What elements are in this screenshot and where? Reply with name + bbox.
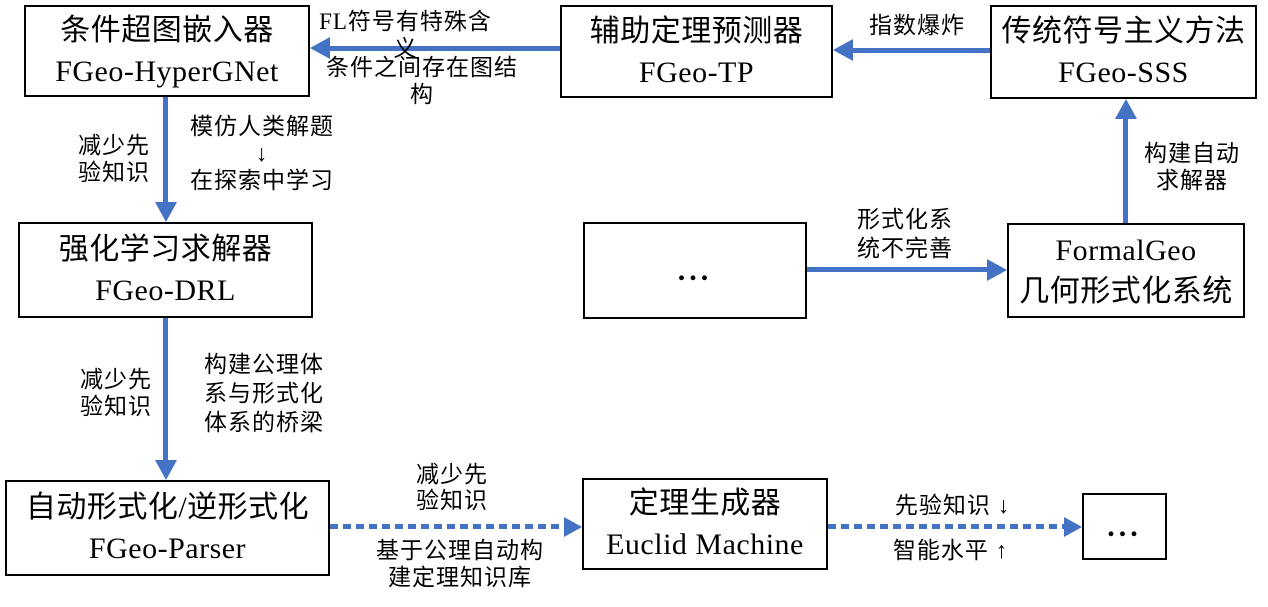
node-fgeo-parser: 自动形式化/逆形式化 FGeo-Parser — [5, 480, 330, 576]
arrow-head-down-icon — [155, 202, 177, 222]
label-exponential-explosion: 指数爆炸 — [869, 13, 965, 38]
arrow-head-right-icon — [564, 517, 582, 537]
label-reduce-prior-knowledge-3: 减少先 验知识 — [416, 462, 488, 513]
label-prior-knowledge-down: 先验知识 ↓ — [894, 493, 1011, 518]
node-fgeo-hypergnet-title-cn: 条件超图嵌入器 — [60, 14, 274, 47]
node-ellipsis-end: ... — [1082, 493, 1167, 560]
node-formalgeo: FormalGeo 几何形式化系统 — [1007, 223, 1245, 318]
node-formalgeo-title-cn: 几何形式化系统 — [1019, 274, 1233, 308]
node-fgeo-tp: 辅助定理预测器 FGeo-TP — [560, 5, 833, 98]
node-fgeo-hypergnet: 条件超图嵌入器 FGeo-HyperGNet — [24, 5, 310, 97]
ellipsis-text: ... — [1107, 509, 1142, 543]
node-fgeo-drl: 强化学习求解器 FGeo-DRL — [18, 222, 313, 318]
arrow-head-down-icon — [155, 460, 177, 480]
arrow-head-right-icon — [1064, 517, 1082, 537]
dashed-arrow-parser-to-euclid — [330, 524, 564, 529]
node-fgeo-sss: 传统符号主义方法 FGeo-SSS — [990, 5, 1257, 99]
label-axiom-formal-bridge: 构建公理体 系与形式化 体系的桥梁 — [204, 352, 324, 435]
node-fgeo-tp-title-cn: 辅助定理预测器 — [589, 14, 804, 48]
label-imitate-human-solving: 模仿人类解题 ↓ 在探索中学习 — [190, 114, 334, 193]
node-fgeo-parser-title-en: FGeo-Parser — [88, 532, 247, 565]
node-euclid-title-cn: 定理生成器 — [628, 487, 782, 520]
arrow-head-right-icon — [987, 259, 1007, 281]
node-fgeo-sss-title-cn: 传统符号主义方法 — [1001, 15, 1246, 48]
ellipsis-text: ... — [677, 253, 713, 287]
label-build-auto-solver: 构建自动 求解器 — [1144, 141, 1240, 193]
node-fgeo-hypergnet-title-en: FGeo-HyperGNet — [55, 55, 279, 88]
node-fgeo-drl-title-en: FGeo-DRL — [95, 274, 236, 307]
arrow-tp-to-hypergnet — [328, 46, 560, 51]
node-fgeo-sss-title-en: FGeo-SSS — [1058, 56, 1189, 89]
label-graph-structure: 条件之间存在图结构 — [326, 55, 518, 107]
arrow-head-left-icon — [833, 39, 853, 61]
label-reduce-prior-knowledge-1: 减少先 验知识 — [78, 133, 150, 185]
node-euclid-machine: 定理生成器 Euclid Machine — [582, 478, 828, 570]
node-formalgeo-title-en: FormalGeo — [1055, 233, 1197, 267]
node-fgeo-tp-title-en: FGeo-TP — [638, 55, 755, 89]
node-fgeo-drl-title-cn: 强化学习求解器 — [58, 233, 273, 266]
arrow-ellipsis-to-formalgeo — [807, 267, 987, 272]
label-formal-system-imperfect: 形式化系 统不完善 — [857, 207, 953, 261]
arrow-formalgeo-to-sss — [1123, 118, 1128, 223]
arrow-head-left-icon — [310, 37, 330, 59]
arrow-drl-to-parser — [163, 318, 168, 462]
node-euclid-title-en: Euclid Machine — [606, 528, 804, 561]
dashed-arrow-euclid-to-ellipsis — [828, 524, 1064, 529]
node-ellipsis-middle: ... — [583, 222, 807, 319]
label-fl-symbols: FL符号有特殊含义 — [319, 9, 492, 61]
label-reduce-prior-knowledge-2: 减少先 验知识 — [80, 367, 152, 419]
arrow-hypergnet-to-drl — [163, 97, 168, 203]
arrow-head-up-icon — [1115, 99, 1137, 119]
node-fgeo-parser-title-cn: 自动形式化/逆形式化 — [25, 491, 310, 524]
arrow-sss-to-tp — [851, 48, 990, 53]
label-axiom-theorem-kb: 基于公理自动构 建定理知识库 — [376, 538, 544, 590]
label-intelligence-up: 智能水平 ↑ — [892, 538, 1009, 563]
